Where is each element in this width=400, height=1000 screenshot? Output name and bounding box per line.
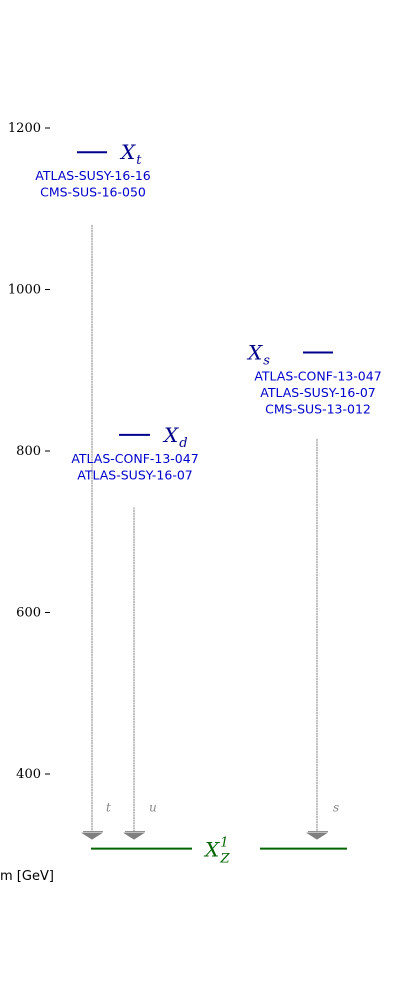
state-label: Xs [246, 340, 270, 368]
decay-quark-label: t [106, 801, 111, 815]
analysis-reference: ATLAS-SUSY-16-07 [260, 385, 375, 400]
decay-lines: t u s [81, 224, 339, 840]
decay-arrow-head [306, 832, 328, 840]
analysis-reference: ATLAS-CONF-13-047 [254, 368, 381, 383]
state-label-sub: d [179, 436, 187, 451]
lsp-label-sup: 1 [220, 836, 228, 851]
y-tick-label: 600 [16, 606, 41, 621]
lsp-label-sub: Z [220, 852, 231, 867]
decay-arrow-head [81, 832, 103, 840]
state-label-sub: s [263, 353, 270, 368]
y-tick-label: 1200 [8, 121, 41, 136]
analysis-reference: ATLAS-SUSY-16-07 [77, 467, 192, 482]
y-tick-label: 800 [16, 444, 41, 459]
analysis-reference: CMS-SUS-16-050 [40, 185, 146, 200]
mass-states: XtATLAS-SUSY-16-16CMS-SUS-16-050XdATLAS-… [35, 140, 381, 482]
state-label-sub: t [136, 153, 142, 168]
y-tick-label: 1000 [8, 283, 41, 298]
y-tick-label: 400 [16, 767, 41, 782]
mass-state-s: XsATLAS-CONF-13-047ATLAS-SUSY-16-07CMS-S… [246, 340, 382, 416]
state-label: Xt [119, 140, 142, 168]
analysis-reference: ATLAS-CONF-13-047 [71, 451, 198, 466]
analysis-reference: ATLAS-SUSY-16-16 [35, 168, 151, 183]
analysis-reference: CMS-SUS-13-012 [265, 401, 371, 416]
decay-arrow-head [123, 832, 145, 840]
y-axis-label: m [GeV] [0, 869, 54, 884]
decay-quark-label: s [333, 801, 339, 815]
y-axis: 400 600 800 1000 1200 [8, 121, 50, 782]
decay-quark-label: u [149, 801, 157, 815]
state-label: Xd [162, 423, 188, 451]
